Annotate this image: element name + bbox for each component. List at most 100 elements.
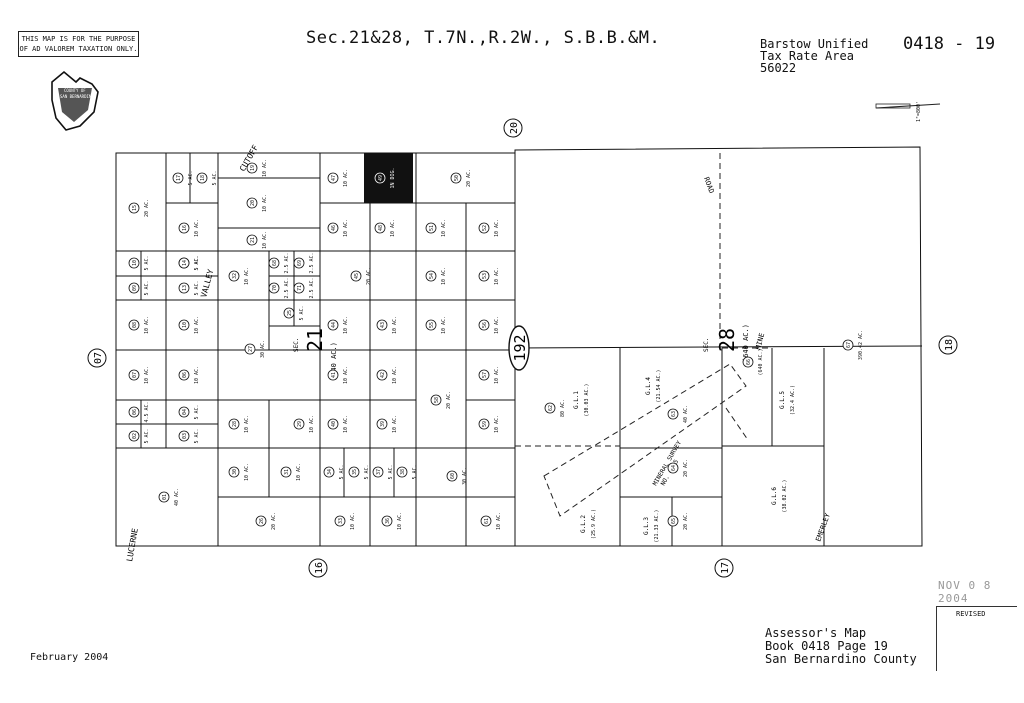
parcel-66: 66(640 AC.) [742, 348, 764, 376]
parcel-number-circle [268, 282, 280, 294]
district-info: Barstow Unified Tax Rate Area 56022 [760, 38, 868, 74]
parcel-acreage: 10 AC. [343, 219, 349, 237]
parcel-number: 33 [338, 518, 344, 524]
received-stamp: NOV 0 8 2004 [938, 579, 992, 605]
parcel-number: 06 [132, 409, 138, 415]
parcel-45: 45 20 AC. [350, 267, 372, 285]
parcel-number: 50 [454, 175, 460, 181]
parcel-number-circle [128, 369, 140, 381]
parcel-number-circle [128, 319, 140, 331]
parcel-number: 06 [182, 372, 188, 378]
parcel-acreage: 20 AC. [144, 199, 150, 217]
district-line-3: 56022 [760, 61, 797, 75]
parcel-number-circle [376, 319, 388, 331]
parcel-number: 10 [182, 322, 188, 328]
parcel-number-circle [327, 418, 339, 430]
parcel-acreage: 5 AC. [412, 464, 418, 479]
parcel-number-circle [667, 408, 679, 420]
parcel-acreage: 20 AC. [366, 267, 372, 285]
parcel-number-circle [178, 222, 190, 234]
parcel-number: 46 [331, 225, 337, 231]
parcel-number-circle [323, 466, 335, 478]
parcel-number-circle [374, 172, 386, 184]
parcel-number: 40 [331, 421, 337, 427]
parcel-acreage: 30 AC. [260, 340, 266, 358]
parcel-number-circle [268, 257, 280, 269]
parcel-19: 19 10 AC. [246, 159, 268, 177]
parcel-number-circle [478, 319, 490, 331]
parcel-number-circle [178, 319, 190, 331]
sec-28-area: (640 AC.) [742, 324, 750, 362]
parcel-acreage: 10 AC. [309, 415, 315, 433]
assessor-info: Assessor's Map Book 0418 Page 19 San Ber… [765, 627, 917, 666]
parcel-number: 21 [250, 237, 256, 243]
parcel-number: 43 [380, 322, 386, 328]
parcel-number-circle [246, 234, 258, 246]
sec-21-number: 21 [303, 328, 327, 352]
parcel-acreage: 10 AC. [144, 366, 150, 384]
parcel-acreage: 10 AC. [296, 463, 302, 481]
parcel-acreage: 20 AC. [446, 391, 452, 409]
parcel-number-circle [478, 369, 490, 381]
parcel-number: 29 [297, 421, 303, 427]
sec-21-prefix: SEC. [293, 338, 300, 352]
district-line-2: Tax Rate Area [760, 49, 854, 63]
sec-28-prefix: SEC. [703, 338, 710, 352]
government-lot-area: (38.02 AC.) [782, 479, 788, 512]
parcel-number: 66 [746, 359, 752, 365]
parcel-acreage: 10 AC. [244, 267, 250, 285]
parcel-number-circle [376, 369, 388, 381]
parcel-number-circle [480, 515, 492, 527]
parcel-number-circle [350, 270, 362, 282]
parcel-number-circle [430, 394, 442, 406]
parcel-acreage: 5 AC. [194, 404, 200, 419]
parcel-acreage: 10 AC. [262, 194, 268, 212]
parcel-number: 20 [250, 200, 256, 206]
map-date: February 2004 [30, 652, 109, 663]
parcel-number-circle [128, 406, 140, 418]
parcel-number: 44 [331, 322, 337, 328]
parcel-acreage: 20 AC. [466, 169, 472, 187]
parcel-acreage: 10 AC. [496, 512, 502, 530]
parcel-acreage: 10 AC. [262, 159, 268, 177]
parcel-number-circle [544, 402, 556, 414]
parcel-acreage: 10 AC. [441, 316, 447, 334]
parcel-number: 19 [250, 165, 256, 171]
parcel-acreage: 10 AC. [494, 267, 500, 285]
disclaimer-line-1: THIS MAP IS FOR THE PURPOSE [21, 35, 136, 43]
parcel-number: 70 [272, 285, 278, 291]
sec-28-number: 28 [715, 328, 739, 352]
parcel-number: 26 [259, 518, 265, 524]
parcel-acreage: 2.5 AC. [309, 252, 315, 273]
parcel-acreage: 10 AC. [343, 366, 349, 384]
parcel-number: 67 [846, 342, 852, 348]
disclaimer-box: THIS MAP IS FOR THE PURPOSE OF AD VALORE… [18, 31, 139, 57]
parcel-number-circle [372, 466, 384, 478]
parcel-number: 39 [380, 421, 386, 427]
parcel-number-circle [376, 418, 388, 430]
parcel-number: 45 [354, 273, 360, 279]
parcel-number: 34 [327, 469, 333, 475]
parcel-number: 48 [378, 225, 384, 231]
